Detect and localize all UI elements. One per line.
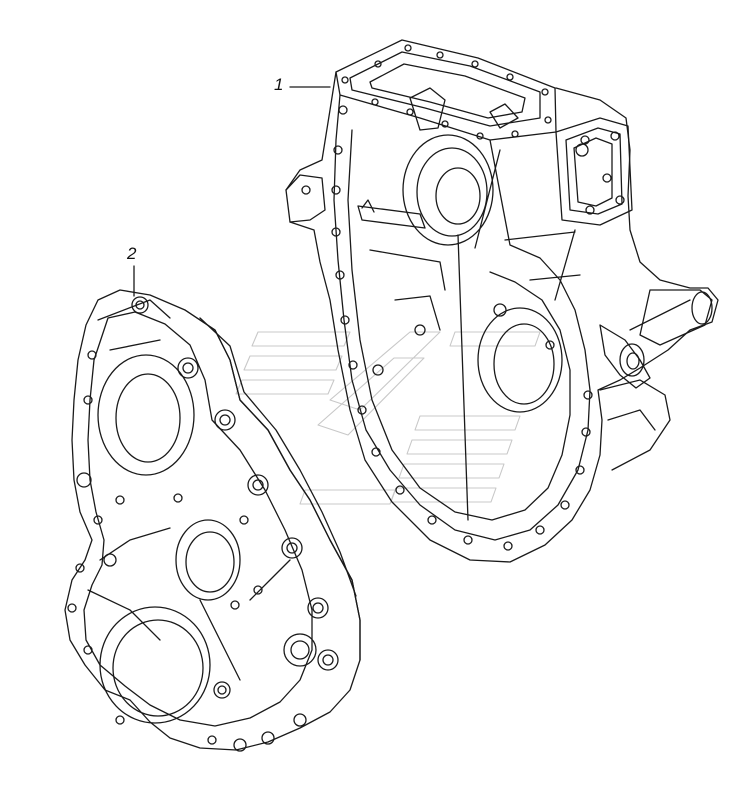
part-2-cover [64, 289, 361, 752]
part-1-housing [285, 39, 719, 563]
callout-label-1: 1 [274, 75, 284, 94]
callout-label-2: 2 [127, 244, 137, 263]
cover-bosses [131, 296, 339, 752]
